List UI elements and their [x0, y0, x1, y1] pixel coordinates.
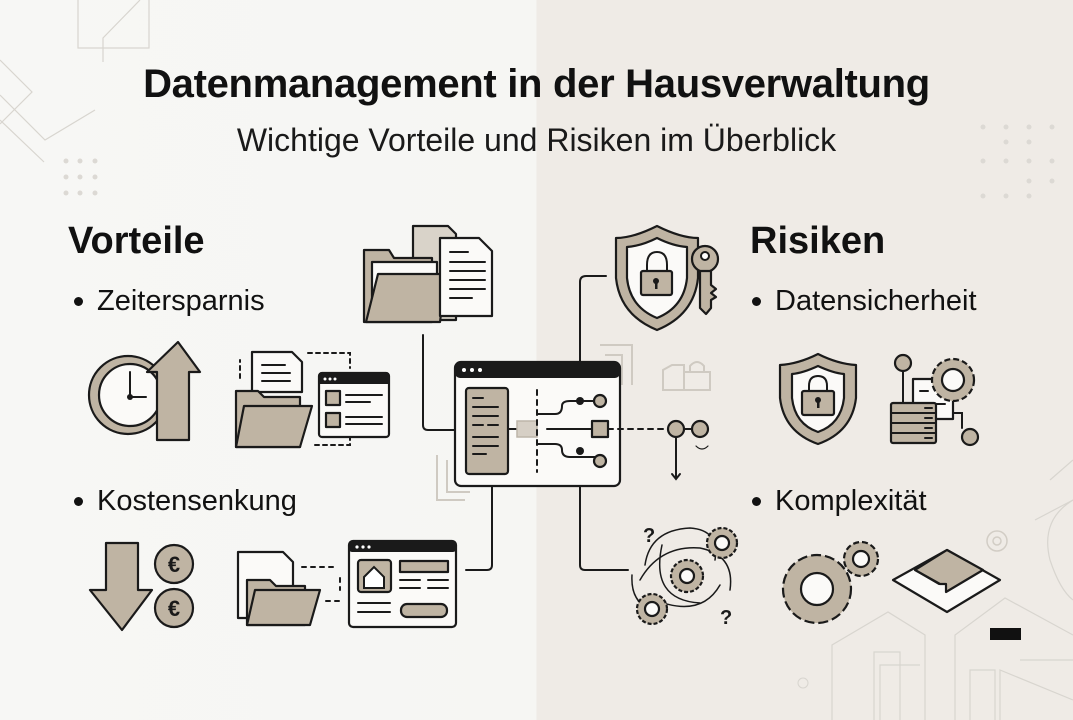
arrow-up-icon [145, 340, 202, 442]
folder-icon [236, 550, 322, 627]
bullet-icon [752, 497, 761, 506]
svg-text:€: € [168, 596, 180, 621]
document-icon [438, 236, 494, 318]
svg-text:€: € [168, 552, 180, 577]
advantage-item-time-savings: Zeitersparnis [74, 285, 265, 318]
advantage-label: Zeitersparnis [97, 285, 265, 317]
risks-heading: Risiken [750, 220, 886, 262]
advantage-label: Kostensenkung [97, 485, 297, 517]
bullet-icon [74, 297, 83, 306]
isometric-panel-icon [891, 548, 1002, 614]
risk-label: Datensicherheit [775, 285, 977, 317]
browser-window-icon [317, 371, 391, 439]
euro-coin-icon: € [153, 543, 195, 585]
browser-window-home-icon [347, 539, 458, 629]
advantage-item-cost-reduction: Kostensenkung [74, 485, 297, 518]
gears-icon [781, 540, 880, 625]
tangled-gears-question-icon: ? ? [631, 525, 739, 629]
svg-text:?: ? [720, 607, 732, 629]
advantages-heading: Vorteile [68, 220, 205, 262]
bullet-icon [74, 497, 83, 506]
bullet-icon [752, 297, 761, 306]
document-icon [250, 350, 304, 394]
network-nodes-icon [607, 361, 711, 481]
arrow-down-icon [88, 541, 154, 632]
server-gear-icon [889, 353, 980, 447]
key-icon [690, 244, 720, 316]
risk-item-data-security: Datensicherheit [752, 285, 977, 318]
folder-icon [234, 389, 314, 449]
clock-icon [87, 354, 169, 436]
central-app-window-icon [436, 344, 633, 501]
euro-coin-icon: € [153, 587, 195, 629]
risk-label: Komplexität [775, 485, 927, 517]
svg-text:?: ? [643, 525, 655, 547]
risk-item-complexity: Komplexität [752, 485, 927, 518]
shield-lock-icon [778, 352, 858, 446]
shield-lock-icon [614, 224, 700, 332]
page-title: Datenmanagement in der Hausverwaltung [143, 62, 930, 106]
page-subtitle: Wichtige Vorteile und Risiken im Überbli… [236, 122, 837, 158]
